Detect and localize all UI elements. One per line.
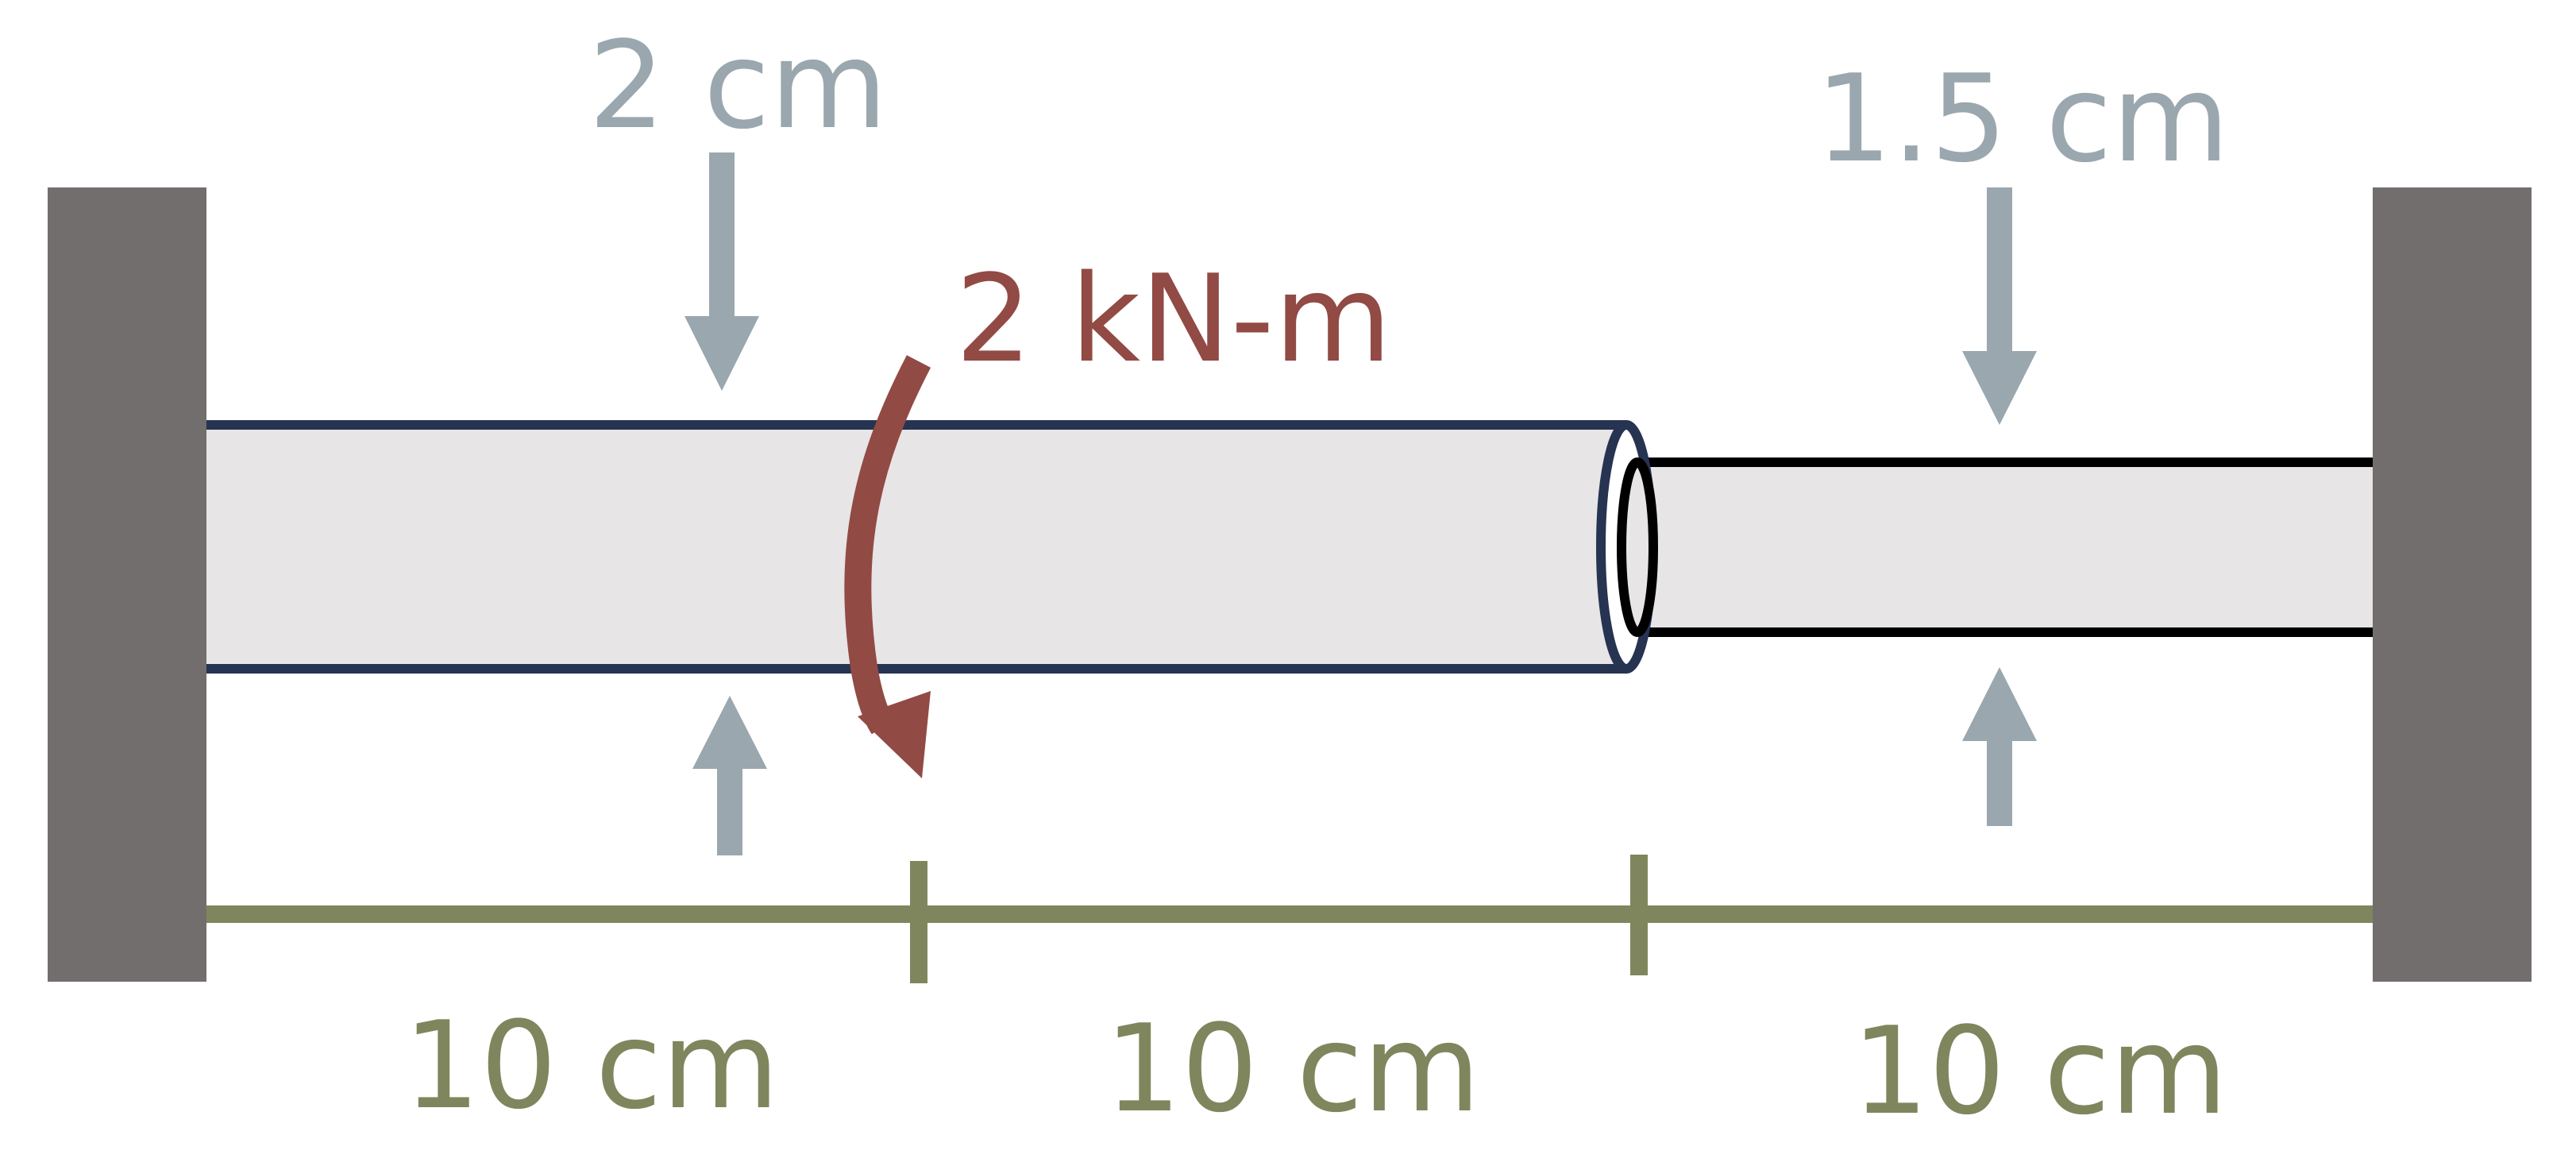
segment-length-label-2: 10 cm — [1105, 998, 1480, 1139]
right-wall-support — [2373, 187, 2532, 982]
small-diameter-dimension — [1962, 187, 2037, 826]
length-dimension-line — [206, 855, 2373, 983]
large-diameter-label: 2 cm — [588, 15, 888, 156]
up-arrow-shaft — [1987, 737, 2012, 826]
down-arrow-shaft — [1987, 187, 2012, 353]
up-arrow-icon — [692, 696, 767, 769]
segment-length-label-1: 10 cm — [403, 995, 779, 1136]
down-arrow-shaft — [709, 152, 735, 318]
up-arrow-icon — [1962, 667, 2037, 741]
torque-arrow-head-icon — [858, 691, 931, 778]
applied-torque — [844, 355, 931, 778]
large-diameter-dimension — [684, 152, 767, 855]
left-wall-support — [48, 187, 206, 982]
segment-length-label-3: 10 cm — [1852, 1001, 2227, 1141]
small-diameter-shaft — [1636, 457, 2373, 637]
small-diameter-label: 1.5 cm — [1815, 48, 2230, 189]
torque-arrow-curve — [844, 355, 931, 735]
down-arrow-icon — [684, 316, 759, 391]
large-diameter-shaft — [206, 420, 1626, 674]
up-arrow-shaft — [717, 765, 742, 855]
torque-label: 2 kN-m — [955, 249, 1392, 389]
large-shaft-body — [206, 425, 1626, 669]
small-shaft-body — [1636, 462, 2373, 632]
down-arrow-icon — [1962, 351, 2037, 425]
shaft-step-shoulder — [1596, 420, 1658, 674]
